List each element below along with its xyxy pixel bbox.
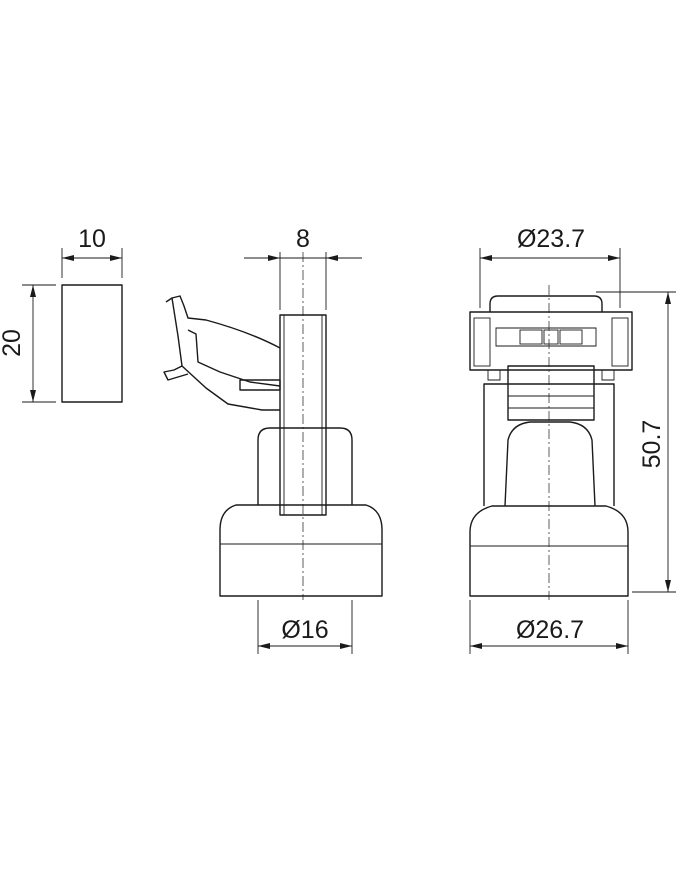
arrow [62, 255, 74, 261]
side-base [219, 504, 383, 597]
clip-arm-top [171, 295, 281, 349]
arrow [30, 390, 36, 402]
arrow [110, 255, 122, 261]
clip-arm-bottom [181, 365, 280, 411]
arrow [268, 255, 280, 261]
total-height-label: 50.7 [638, 420, 666, 469]
arrow [665, 292, 671, 304]
front-head-top [489, 295, 603, 312]
front-window [507, 365, 595, 421]
clip-arm-middle [187, 329, 281, 387]
block-height-label: 20 [0, 329, 26, 357]
head-inner-frame [495, 327, 597, 347]
arrow [340, 643, 352, 649]
head-slot-center [543, 329, 559, 345]
block-width-label: 10 [78, 225, 106, 253]
head-slot [519, 329, 543, 345]
head-left-rib [473, 317, 491, 367]
block-view: 10 20 [0, 225, 123, 403]
stem-width-label: 8 [296, 225, 310, 253]
arrow [30, 285, 36, 297]
head-right-rib [611, 317, 629, 367]
side-view: 8 Ø16 [163, 225, 383, 654]
head-slot [559, 329, 583, 345]
arrow [608, 255, 620, 261]
front-base [469, 505, 629, 597]
arrow [480, 255, 492, 261]
head-foot-left [487, 370, 501, 381]
front-base-diameter-label: Ø26.7 [516, 616, 584, 644]
head-foot-right [601, 370, 615, 381]
front-inner-bell [504, 421, 596, 507]
clip-tab [239, 379, 281, 391]
arrow [258, 643, 270, 649]
front-view: Ø23.7 Ø26.7 50.7 [469, 225, 676, 654]
block-outline [61, 284, 123, 403]
arrow [616, 643, 628, 649]
arrow [665, 580, 671, 592]
clip-hook [163, 297, 189, 381]
front-head [469, 311, 633, 371]
side-body [257, 427, 353, 505]
top-diameter-label: Ø23.7 [517, 225, 585, 253]
arrow [326, 255, 338, 261]
side-base-diameter-label: Ø16 [281, 616, 328, 644]
arrow [470, 643, 482, 649]
